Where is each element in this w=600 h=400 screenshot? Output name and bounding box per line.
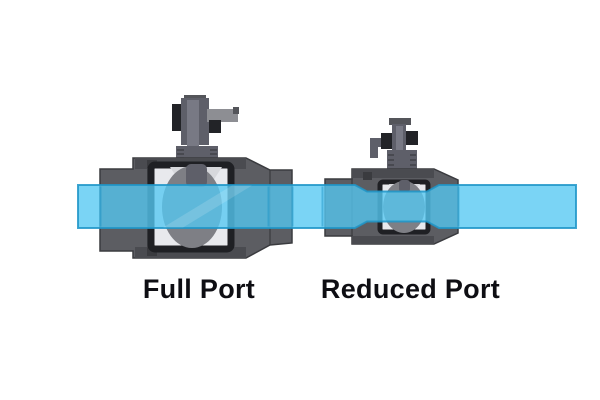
full-port-label: Full Port xyxy=(142,274,256,304)
reduced-port-label: Reduced Port xyxy=(320,274,501,304)
body-bottom-notch xyxy=(147,248,157,256)
stem-stub xyxy=(186,164,207,187)
stem-side-block-left xyxy=(172,104,181,131)
stem-side-block-right xyxy=(209,120,221,133)
body-bottom-plate xyxy=(352,236,434,244)
stem-side-block-left xyxy=(381,133,392,149)
packing-nut xyxy=(387,150,417,172)
body-top-plate xyxy=(352,169,434,178)
flow-highlight xyxy=(163,185,252,228)
stem-side-block-right xyxy=(406,131,418,145)
pipe-joint-seams xyxy=(99,186,460,227)
handle-end-cap xyxy=(233,107,239,114)
full-port-valve xyxy=(99,95,293,259)
pipe-flow xyxy=(77,184,577,229)
stem-highlight xyxy=(396,126,403,172)
stem-top-cap xyxy=(389,118,411,125)
valve-stem-assembly xyxy=(172,95,239,168)
stem-stub xyxy=(399,180,410,192)
body-top-notch xyxy=(363,172,372,180)
packing-threads xyxy=(388,154,416,166)
valve-handle xyxy=(207,109,238,122)
valve-stem-assembly-small xyxy=(370,118,418,174)
